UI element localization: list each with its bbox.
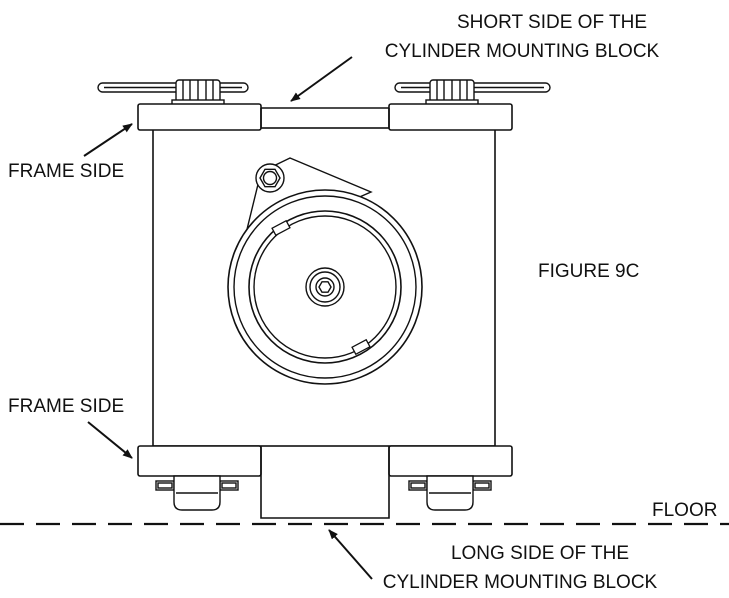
short-side-label-line2: CYLINDER MOUNTING BLOCK xyxy=(385,41,660,62)
top-mounting-block xyxy=(137,103,513,131)
arrow-frame-bottom xyxy=(87,421,133,459)
long-side-label-line1: LONG SIDE OF THE xyxy=(451,543,629,564)
swivel-head xyxy=(227,157,423,385)
hex-nut-icon xyxy=(255,163,285,193)
frame-side-label-top: FRAME SIDE xyxy=(8,161,124,182)
long-side-label-line2: CYLINDER MOUNTING BLOCK xyxy=(383,572,658,593)
arrow-short-side xyxy=(290,56,353,102)
frame-side-label-bottom: FRAME SIDE xyxy=(8,396,124,417)
arrows xyxy=(83,56,373,580)
arrow-long-side xyxy=(328,529,373,580)
short-side-label-line1: SHORT SIDE OF THE xyxy=(457,12,647,33)
arrow-frame-top xyxy=(83,123,133,157)
top-nut-left xyxy=(171,79,225,107)
bottom-mounting-block xyxy=(137,445,513,519)
floor-label: FLOOR xyxy=(652,500,717,521)
figure-label: FIGURE 9C xyxy=(538,261,639,282)
top-cross-rod xyxy=(97,82,551,93)
top-nut-right xyxy=(425,79,479,107)
bottom-bolt-left xyxy=(155,475,239,511)
bottom-bolt-right xyxy=(408,475,492,511)
